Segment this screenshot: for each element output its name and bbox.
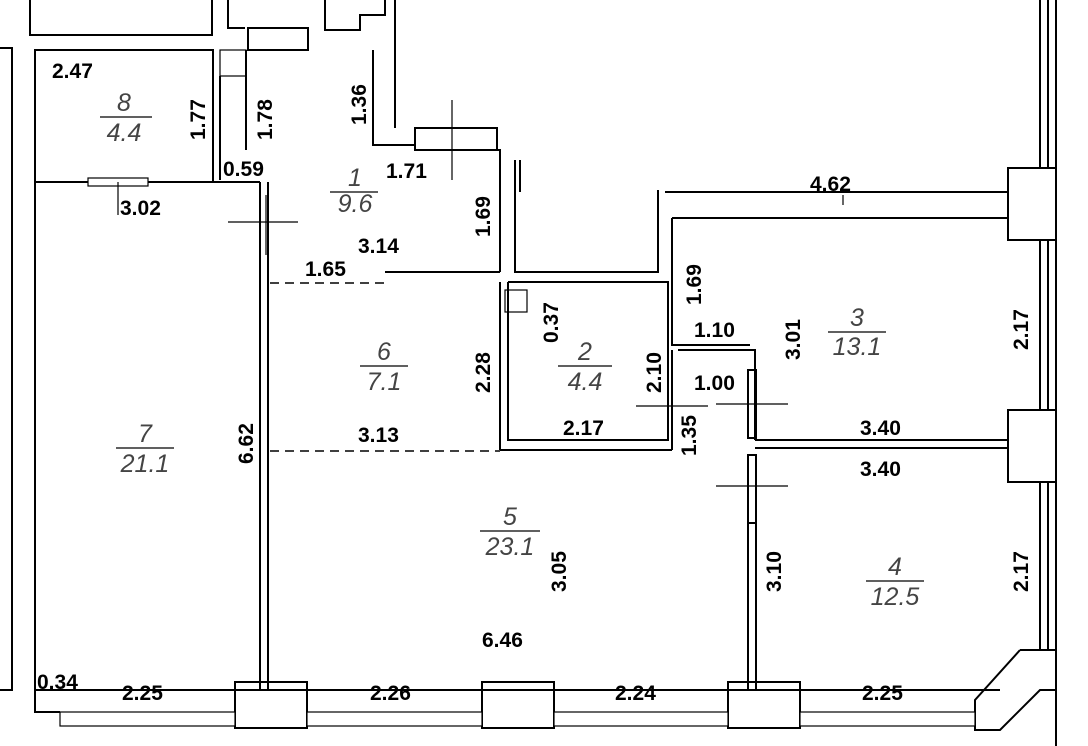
dimension-label: 1.71	[386, 160, 427, 183]
room-number: 7	[138, 420, 153, 448]
dimension-label: 2.17	[563, 417, 604, 440]
dimension-label: 1.69	[683, 264, 706, 305]
dimension-label: 2.28	[472, 352, 495, 393]
dimension-label: 4.62	[810, 173, 851, 196]
room-number: 4	[888, 553, 902, 581]
room-area: 9.6	[338, 190, 373, 218]
walls	[0, 0, 1057, 746]
room-area: 7.1	[367, 368, 402, 396]
room-number: 1	[348, 164, 362, 192]
dimension-label: 0.34	[37, 671, 78, 694]
room-area: 12.5	[871, 583, 920, 611]
dimension-label: 1.65	[305, 258, 346, 281]
room-area: 13.1	[833, 333, 882, 361]
room-label-lines	[100, 116, 924, 582]
room-number: 6	[377, 338, 391, 366]
dimension-label: 6.62	[235, 423, 258, 464]
dimension-label: 0.59	[223, 158, 264, 181]
room-area: 21.1	[120, 450, 170, 478]
dimension-label: 1.77	[187, 99, 210, 140]
dimension-label: 2.17	[1010, 551, 1033, 592]
dimension-label: 1.36	[348, 84, 371, 125]
dimension-label: 3.05	[548, 551, 571, 592]
dimension-label: 2.25	[862, 682, 903, 705]
dimension-label: 1.35	[678, 415, 701, 456]
room-number: 3	[850, 304, 864, 332]
dimension-label: 3.40	[860, 458, 901, 481]
dimension-label: 3.01	[782, 319, 805, 360]
dimension-label: 3.02	[120, 197, 161, 220]
dimension-label: 2.47	[52, 60, 93, 83]
dimension-label: 3.14	[358, 235, 399, 258]
room-number: 2	[577, 338, 592, 366]
dimension-label: 2.17	[1010, 309, 1033, 350]
dimension-label: 2.10	[643, 352, 666, 393]
dimension-labels: 2.47 1.77 1.78 1.36 0.59 1.71 3.02 1.69 …	[37, 60, 1033, 705]
dimension-label: 3.13	[358, 424, 399, 447]
dimension-label: 3.10	[763, 551, 786, 592]
room-labels: 8 4.4 1 9.6 2 4.4 3 13.1 4 12.5 5 23.1 6…	[107, 89, 920, 611]
dimension-label: 2.24	[615, 682, 656, 705]
dimension-label: 1.78	[254, 99, 277, 140]
dimension-label: 2.26	[370, 682, 411, 705]
dimension-label: 6.46	[482, 629, 523, 652]
dimension-label: 2.25	[122, 682, 163, 705]
room-number: 8	[117, 89, 131, 117]
dimension-label: 0.37	[540, 302, 563, 343]
room-area: 4.4	[107, 119, 142, 147]
dimension-label: 1.10	[694, 319, 735, 342]
room-area: 23.1	[485, 533, 535, 561]
dimension-label: 3.40	[860, 417, 901, 440]
room-number: 5	[503, 503, 517, 531]
dimension-label: 1.69	[472, 196, 495, 237]
dimension-label: 1.00	[694, 372, 735, 395]
room-area: 4.4	[568, 368, 603, 396]
